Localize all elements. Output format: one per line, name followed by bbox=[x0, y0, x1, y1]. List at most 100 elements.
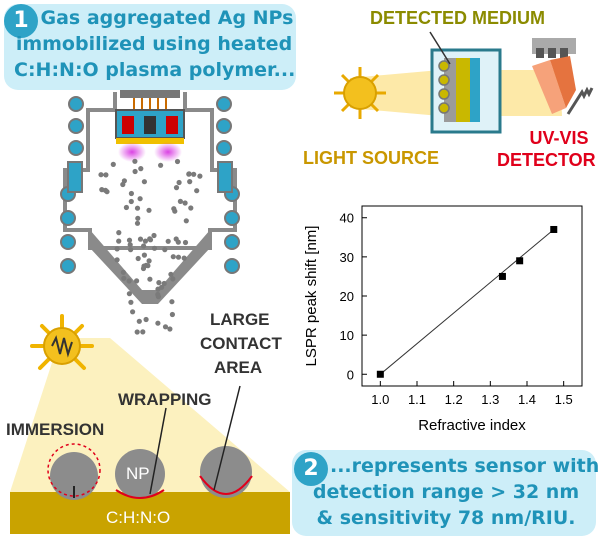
nanoparticle bbox=[175, 239, 181, 245]
nanoparticle bbox=[127, 242, 133, 248]
magnet-right bbox=[166, 116, 178, 134]
nanoparticle bbox=[141, 252, 147, 258]
nanoparticle bbox=[177, 198, 183, 204]
nanoparticle bbox=[128, 190, 134, 197]
dispersed-beam-2 bbox=[550, 56, 576, 108]
nanoparticle bbox=[158, 162, 164, 168]
nanoparticle bbox=[170, 254, 176, 260]
nanoparticle bbox=[151, 232, 157, 239]
nanoparticle bbox=[186, 171, 192, 177]
right-port bbox=[217, 161, 233, 193]
nanoparticle bbox=[130, 309, 136, 315]
nanoparticle bbox=[138, 166, 144, 172]
wrapping-pointer bbox=[149, 407, 167, 495]
nanoparticle bbox=[132, 158, 138, 164]
nanoparticle bbox=[110, 161, 116, 167]
nanoparticle bbox=[171, 206, 177, 212]
nanoparticle bbox=[188, 205, 194, 211]
nanoparticle-stream bbox=[98, 158, 203, 335]
nanoparticle bbox=[169, 299, 175, 305]
step1-bubble bbox=[4, 4, 296, 90]
aggregation-source-diagram bbox=[60, 90, 240, 335]
nanoparticle bbox=[145, 263, 151, 269]
step2-line-3: & sensitivity 78 nm/RIU. bbox=[316, 507, 576, 529]
wrapping-contact bbox=[115, 489, 165, 499]
data-point bbox=[498, 272, 506, 280]
large-label: LARGE bbox=[210, 310, 270, 329]
nanoparticle bbox=[103, 172, 109, 178]
step1-line-2: immobilized using heated bbox=[15, 33, 293, 55]
nanoparticle bbox=[137, 236, 144, 242]
nanoparticle bbox=[116, 230, 122, 236]
nanoparticle bbox=[120, 181, 126, 188]
slide-film bbox=[456, 58, 470, 122]
nanoparticle bbox=[123, 204, 129, 211]
nanoparticle bbox=[134, 205, 141, 211]
area-label: AREA bbox=[214, 358, 263, 377]
np-large-contact bbox=[200, 446, 252, 498]
nanoparticle bbox=[134, 329, 140, 335]
step2-line-2: detection range > 32 nm bbox=[312, 481, 580, 503]
nanoparticle bbox=[99, 187, 105, 193]
step1-number-badge: 1 bbox=[4, 4, 38, 38]
nanoparticle bbox=[176, 179, 182, 186]
nanoparticle bbox=[128, 299, 134, 305]
magnetron-cap bbox=[120, 90, 180, 98]
light-source-label: LIGHT SOURCE bbox=[303, 148, 440, 168]
contact-pointer bbox=[213, 385, 241, 491]
step2-bubble bbox=[292, 450, 596, 536]
x-tick-label: 1.2 bbox=[445, 392, 463, 407]
nanoparticle bbox=[155, 291, 161, 298]
cuvette-particles bbox=[438, 60, 450, 114]
nanoparticle bbox=[135, 255, 141, 262]
step2-number-badge: 2 bbox=[294, 452, 328, 486]
x-tick-label: 1.3 bbox=[481, 392, 499, 407]
optical-setup-diagram bbox=[334, 31, 594, 134]
nanoparticle bbox=[147, 236, 153, 242]
nanoparticle bbox=[183, 218, 189, 224]
nanoparticle bbox=[147, 276, 153, 282]
right-magnets bbox=[216, 96, 240, 274]
nanoparticle bbox=[175, 254, 182, 260]
plasma-left bbox=[118, 142, 146, 162]
nanoparticle bbox=[98, 172, 104, 178]
nanoparticle bbox=[187, 179, 193, 185]
immersion-outline bbox=[47, 443, 101, 497]
np-center bbox=[115, 449, 165, 499]
data-point bbox=[550, 225, 558, 233]
left-magnets bbox=[60, 96, 84, 274]
nanoparticle bbox=[174, 158, 181, 165]
y-tick-label: 10 bbox=[340, 328, 354, 343]
np-label: NP bbox=[126, 464, 150, 483]
step1-line-1: Gas aggregated Ag NPs bbox=[40, 7, 294, 29]
plasma-right bbox=[154, 142, 182, 162]
medium-pointer bbox=[429, 31, 451, 65]
sun-icon bbox=[343, 76, 377, 110]
nanoparticle bbox=[151, 245, 158, 251]
nanoparticle bbox=[169, 311, 175, 318]
y-tick-label: 40 bbox=[340, 211, 354, 226]
detector-label-line1: UV-VIS bbox=[529, 128, 589, 148]
x-tick-label: 1.5 bbox=[555, 392, 573, 407]
nanoparticle bbox=[114, 246, 120, 252]
substrate bbox=[10, 492, 290, 534]
nanoparticle bbox=[197, 173, 203, 179]
step1-line-3: C:H:N:O plasma polymer... bbox=[14, 59, 296, 81]
nanoparticle bbox=[182, 239, 189, 246]
data-point bbox=[516, 257, 524, 265]
nanoparticle bbox=[162, 247, 168, 253]
x-tick-label: 1.1 bbox=[408, 392, 426, 407]
y-axis-label: LSPR peak shift [nm] bbox=[303, 226, 320, 367]
x-tick-label: 1.4 bbox=[518, 392, 536, 407]
grating-icon bbox=[566, 86, 594, 115]
target bbox=[116, 138, 184, 144]
fit-line bbox=[380, 229, 555, 375]
nanoparticle bbox=[168, 271, 174, 277]
wrapping-label: WRAPPING bbox=[118, 390, 212, 409]
nanoparticle bbox=[121, 275, 127, 281]
nanoparticle bbox=[162, 324, 169, 330]
nanoparticle bbox=[128, 247, 134, 253]
magnet-center bbox=[144, 116, 156, 134]
nanoparticle bbox=[146, 207, 152, 213]
filament-icon bbox=[51, 335, 73, 358]
